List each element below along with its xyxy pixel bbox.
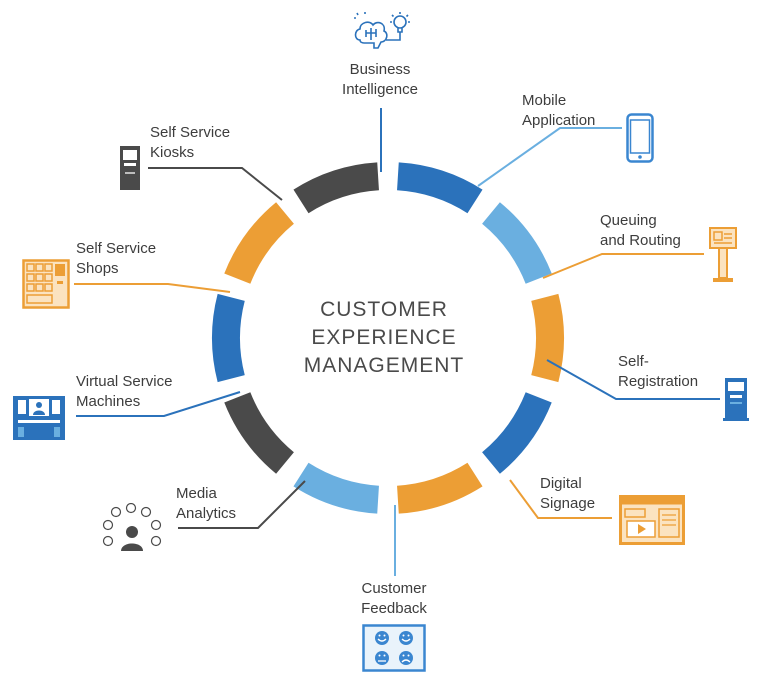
ring-segment-self-service-shops [224,202,295,285]
mobile-phone-icon [626,113,654,163]
label-mobile-application: Mobile Application [522,92,596,129]
connector-media-analytics [178,480,306,529]
center-title-line-3: MANAGEMENT [303,354,465,377]
social-media-user-icon [102,503,162,551]
smiley-faces-icon [362,624,426,672]
connector-self-registration [546,359,720,400]
ring-segment-self-service-kiosks [293,162,380,214]
label-media-analytics: Media Analytics [176,485,237,522]
label-customer-feedback: Customer Feedback [361,580,427,617]
ring-segment-customer-feedback [293,462,380,514]
label-self-service-shops: Self Service Shops [76,240,157,277]
center-title: CUSTOMER EXPERIENCE MANAGEMENT [268,296,500,380]
ring-segment-business-intelligence [396,162,483,214]
connector-self-service-shops [74,283,231,293]
video-service-machine-icon [13,396,65,440]
ring-segment-mobile-application [481,202,552,285]
label-virtual-service-machines: Virtual Service Machines [76,373,173,410]
vending-shop-icon [22,259,70,309]
center-title-line-2: EXPERIENCE [311,326,457,349]
center-title-line-1: CUSTOMER [320,298,448,321]
connector-queuing-routing [542,253,704,279]
ring-segments [212,162,564,514]
label-digital-signage: Digital Signage [540,475,596,512]
label-self-service-kiosks: Self Service Kiosks [150,124,231,161]
ring-segment-virtual-service-machines [212,293,245,383]
queue-kiosk-icon [709,227,737,282]
label-queuing-routing: Queuing and Routing [600,212,681,249]
ring-segment-queuing-routing [531,293,564,383]
ring-segment-media-analytics [224,391,295,474]
brain-lightbulb-icon [354,12,410,49]
ring-segment-digital-signage [396,462,483,514]
connector-self-service-kiosks [148,167,283,201]
connector-virtual-service-machines [76,391,241,417]
ring-segment-self-registration [481,391,552,474]
digital-screen-icon [619,495,685,545]
registration-kiosk-icon [723,378,749,421]
connector-digital-signage [509,479,612,519]
kiosk-terminal-icon [120,146,140,190]
label-self-registration: Self- Registration [618,353,699,390]
connector-mobile-application [477,127,622,187]
label-business-intelligence: Business Intelligence [342,61,418,98]
connector-lines [74,108,720,576]
